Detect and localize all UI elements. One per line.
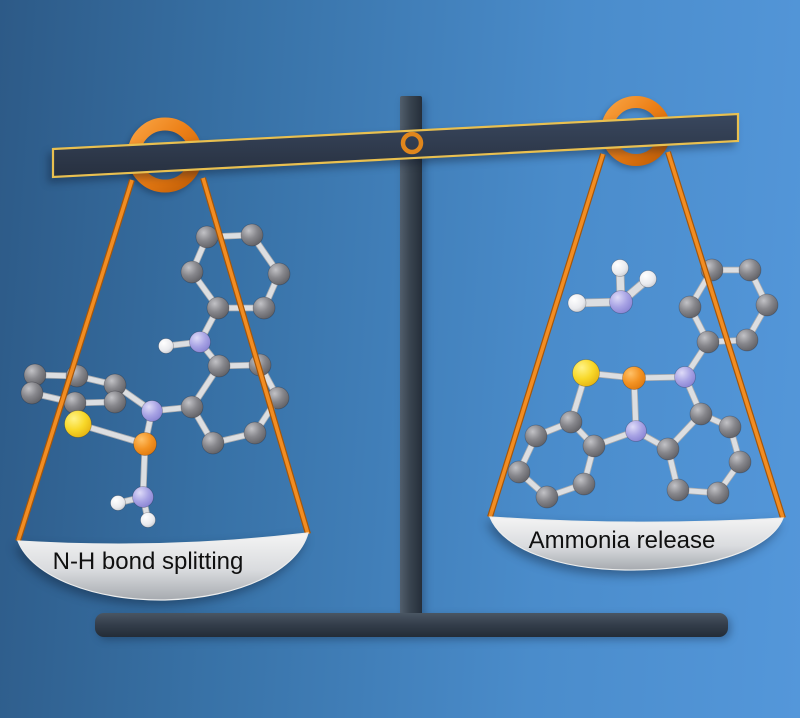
n-atom [189,331,211,353]
pivot-ring [400,131,424,155]
c-atom [195,225,219,249]
c-atom [535,485,559,509]
c-atom [728,450,752,474]
n-atom [141,400,163,422]
stand-base [95,613,728,637]
c-atom [180,395,204,419]
c-atom [706,481,730,505]
c-atom [582,434,606,458]
c-atom [735,328,759,352]
c-atom [689,402,713,426]
c-atom [201,431,225,455]
c-atom [207,354,231,378]
stand [95,96,728,637]
s-atom [572,359,600,387]
c-atom [206,296,230,320]
c-atom [656,437,680,461]
n-atom [674,366,696,388]
n-atom [132,486,154,508]
left-pan-label: N-H bond splitting [53,548,244,575]
h-atom [567,293,587,313]
molecule-right-complex [507,258,779,509]
right-pan-label: Ammonia release [529,527,716,554]
s-atom [64,410,92,438]
right-pan: Ammonia release [489,516,784,571]
c-atom [524,424,548,448]
h-atom [611,259,629,277]
h-atom [158,338,174,354]
c-atom [666,478,690,502]
h-atom [140,512,156,528]
balance-beam [51,112,740,179]
molecule-left-complex [20,223,291,528]
c-atom [696,330,720,354]
h-atom [110,495,126,511]
c-atom [718,415,742,439]
c-atom [267,262,291,286]
c-atom [252,296,276,320]
c-atom [507,460,531,484]
pan-cords [15,151,786,542]
right-pan-cords [487,151,786,519]
b-atom [622,366,646,390]
stand-post [400,96,422,621]
c-atom [20,381,44,405]
n-atom [625,420,647,442]
c-atom [572,472,596,496]
c-atom [738,258,762,282]
b-atom [133,432,157,456]
c-atom [243,421,267,445]
h-atom [639,270,657,288]
c-atom [755,293,779,317]
left-pan-cords [15,177,311,542]
molecule-ammonia [567,259,657,314]
c-atom [180,260,204,284]
c-atom [678,295,702,319]
c-atom [559,410,583,434]
n-atom [609,290,633,314]
c-atom [103,390,127,414]
left-pan: N-H bond splitting [17,532,309,601]
c-atom [240,223,264,247]
